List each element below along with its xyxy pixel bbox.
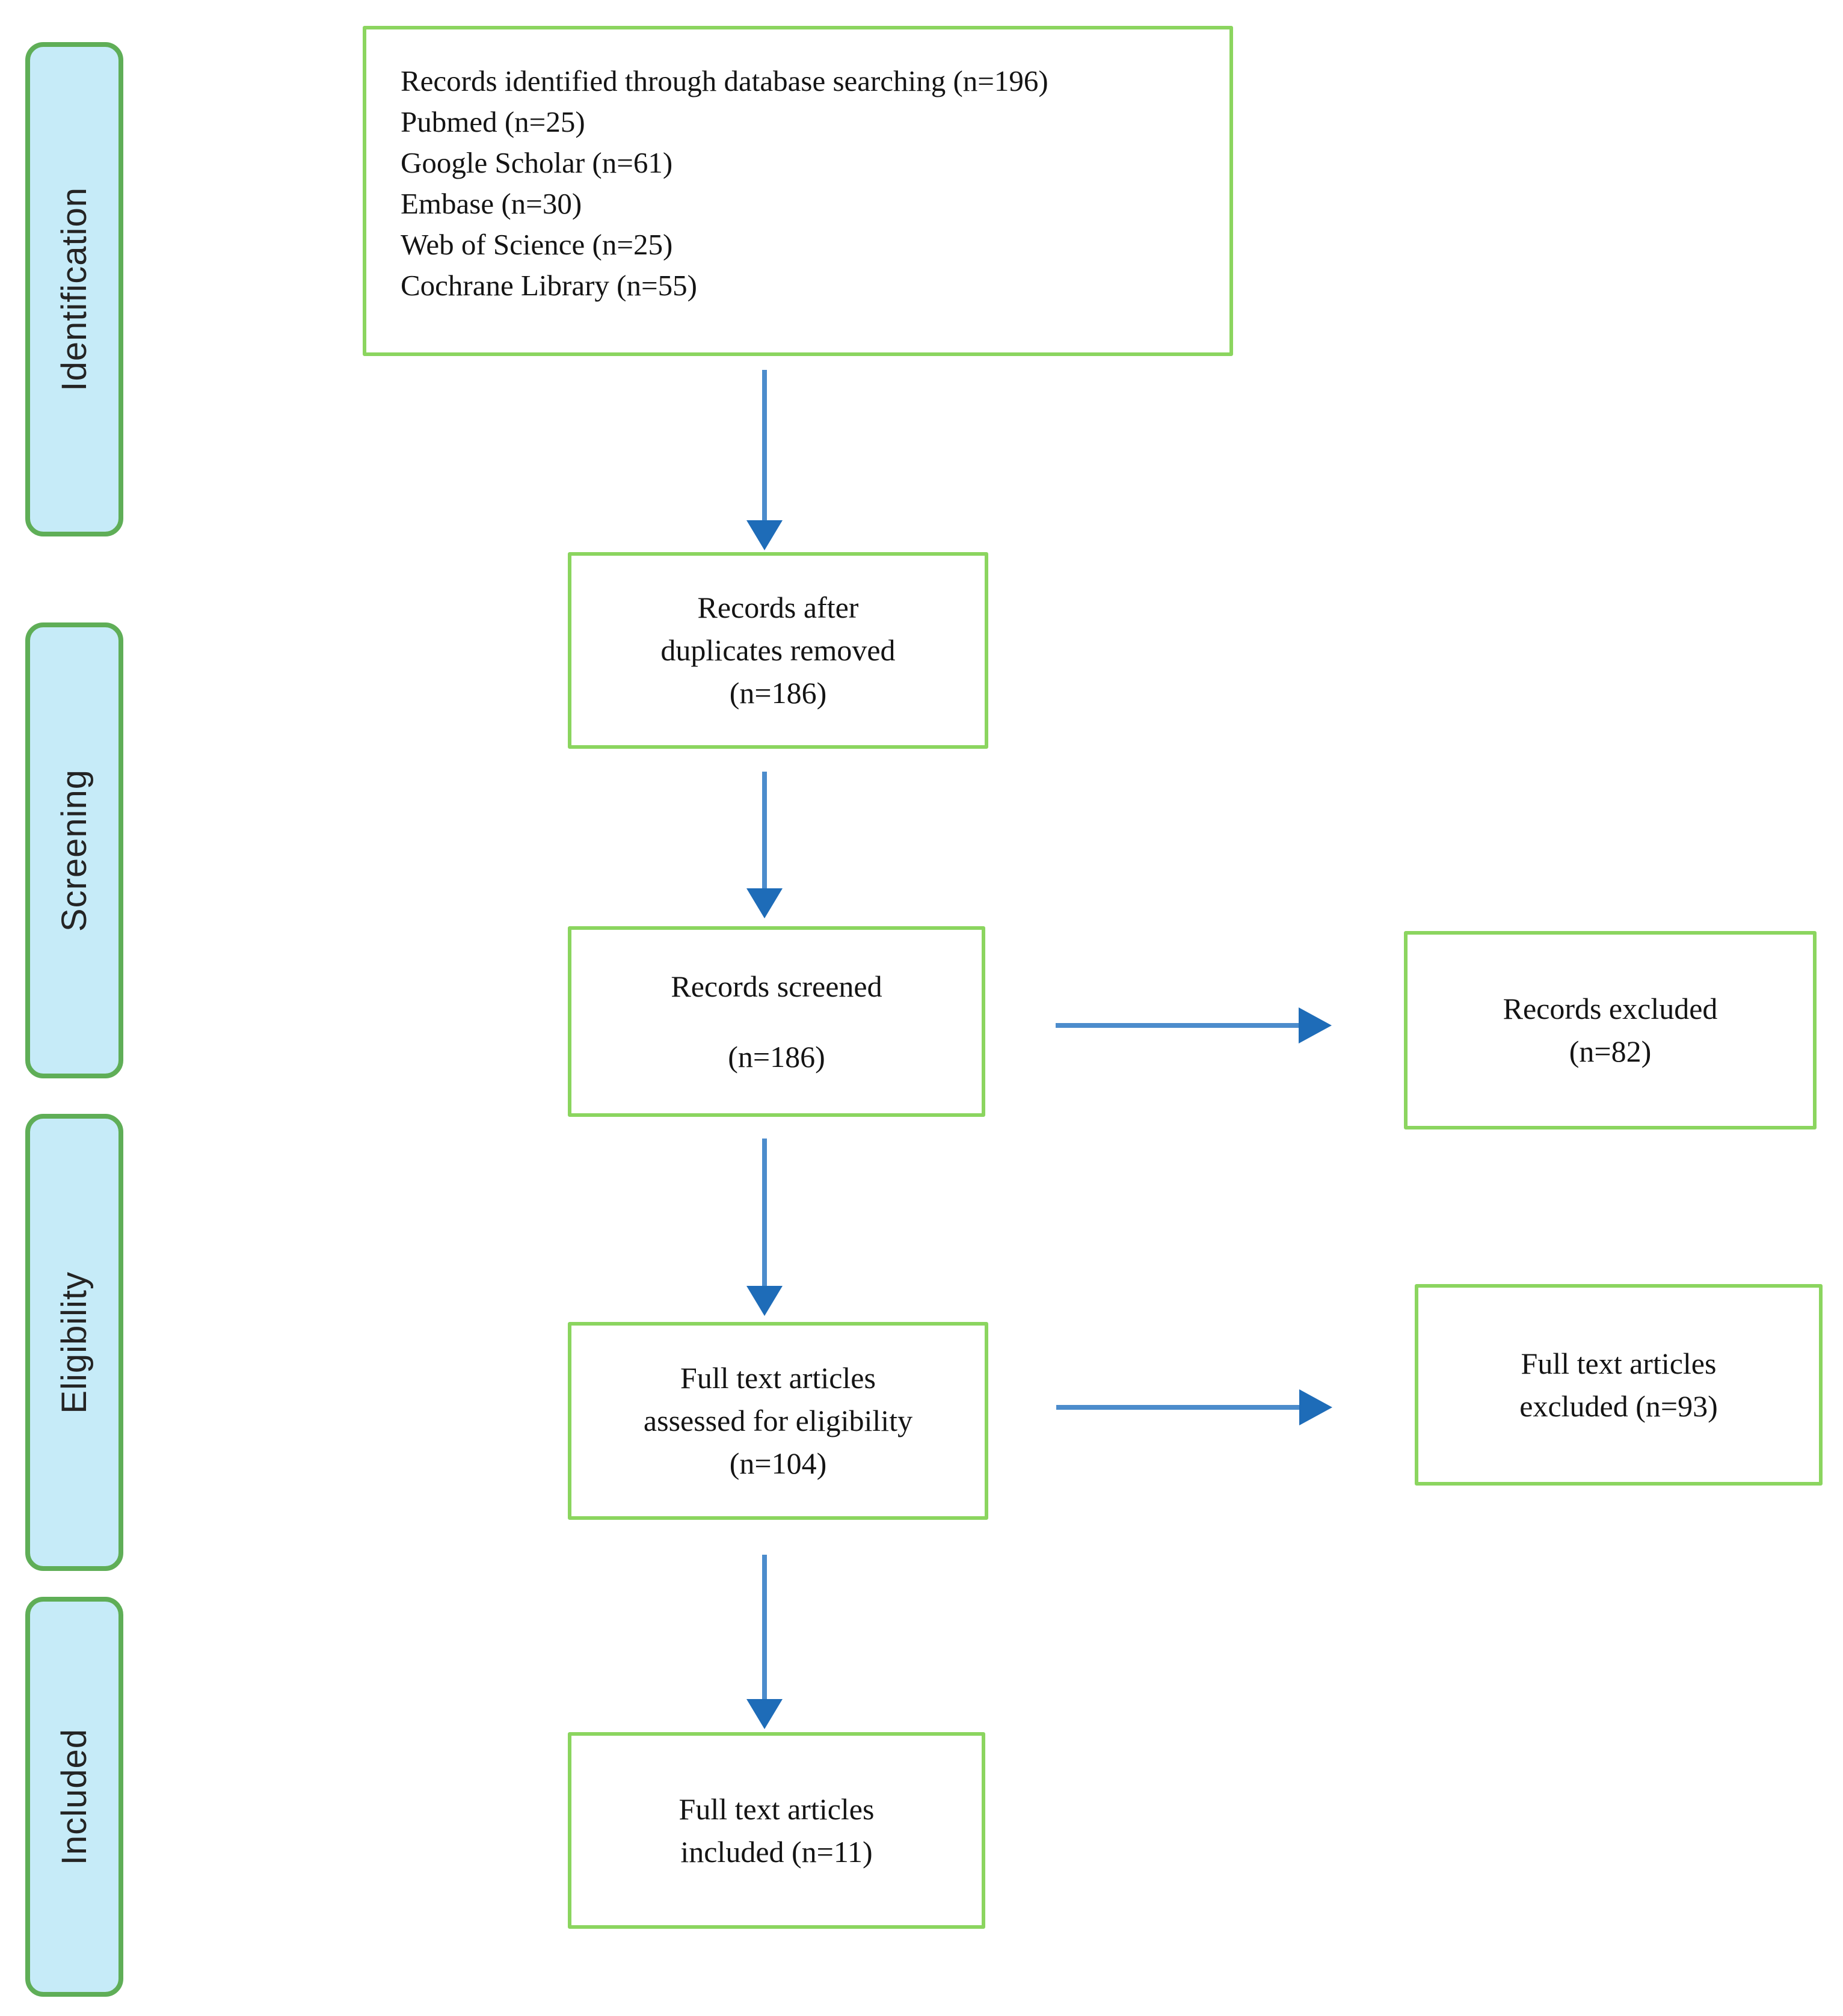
arrow-screened-to-excluded-head-icon xyxy=(1299,1007,1332,1043)
records-excluded-count: (n=82) xyxy=(1569,1034,1652,1068)
assessed-line-1: Full text articles xyxy=(680,1361,876,1395)
stage-label-identification: Identification xyxy=(25,42,123,536)
screened-line: Records screened xyxy=(671,969,882,1003)
web-of-science-line: Web of Science (n=25) xyxy=(401,228,673,261)
embase-line: Embase (n=30) xyxy=(401,187,582,220)
fulltext-included-box: Full text articles included (n=11) xyxy=(568,1732,985,1929)
duplicates-line-1: Records after xyxy=(697,591,859,624)
arrow-screened-to-assessed-head-icon xyxy=(746,1286,783,1316)
records-after-duplicates-box: Records after duplicates removed (n=186) xyxy=(568,552,988,749)
fulltext-excluded-line-1: Full text articles xyxy=(1521,1346,1717,1380)
stage-label-identification-text: Identification xyxy=(55,187,94,392)
arrow-duplicates-to-screened-head-icon xyxy=(746,888,783,918)
fulltext-included-line-1: Full text articles xyxy=(678,1792,875,1826)
arrow-identified-to-duplicates-line xyxy=(762,370,767,521)
records-identified-box: Records identified through database sear… xyxy=(363,26,1233,356)
fulltext-excluded-box: Full text articles excluded (n=93) xyxy=(1415,1284,1823,1486)
arrow-duplicates-to-screened-line xyxy=(762,772,767,890)
fulltext-assessed-box: Full text articles assessed for eligibil… xyxy=(568,1322,988,1520)
arrow-identified-to-duplicates-head-icon xyxy=(746,520,783,550)
duplicates-line-2: duplicates removed xyxy=(660,633,896,667)
assessed-count: (n=104) xyxy=(729,1446,827,1480)
stage-label-included-text: Included xyxy=(55,1728,94,1866)
stage-label-screening: Screening xyxy=(25,622,123,1078)
stage-label-eligibility-text: Eligibility xyxy=(55,1271,94,1414)
arrow-assessed-to-fulltext-excluded-head-icon xyxy=(1299,1389,1332,1425)
arrow-assessed-to-fulltext-excluded-line xyxy=(1056,1405,1300,1410)
arrow-assessed-to-included-line xyxy=(762,1555,767,1700)
arrow-screened-to-excluded-line xyxy=(1056,1023,1300,1028)
arrow-screened-to-assessed-line xyxy=(762,1139,767,1287)
duplicates-count: (n=186) xyxy=(729,676,827,710)
fulltext-included-line-2: included (n=11) xyxy=(680,1834,873,1869)
stage-label-screening-text: Screening xyxy=(55,769,94,932)
records-excluded-box: Records excluded (n=82) xyxy=(1404,931,1817,1129)
arrow-assessed-to-included-head-icon xyxy=(746,1699,783,1729)
cochrane-library-line: Cochrane Library (n=55) xyxy=(401,269,697,302)
google-scholar-line: Google Scholar (n=61) xyxy=(401,146,673,179)
records-identified-line: Records identified through database sear… xyxy=(401,64,1048,97)
assessed-line-2: assessed for eligibility xyxy=(643,1404,913,1437)
stage-label-included: Included xyxy=(25,1597,123,1997)
screened-count: (n=186) xyxy=(728,1039,825,1074)
fulltext-excluded-line-2: excluded (n=93) xyxy=(1519,1389,1718,1423)
pubmed-line: Pubmed (n=25) xyxy=(401,105,585,138)
records-excluded-line: Records excluded xyxy=(1503,992,1718,1025)
stage-label-eligibility: Eligibility xyxy=(25,1114,123,1571)
records-screened-box: Records screened (n=186) xyxy=(568,926,985,1117)
